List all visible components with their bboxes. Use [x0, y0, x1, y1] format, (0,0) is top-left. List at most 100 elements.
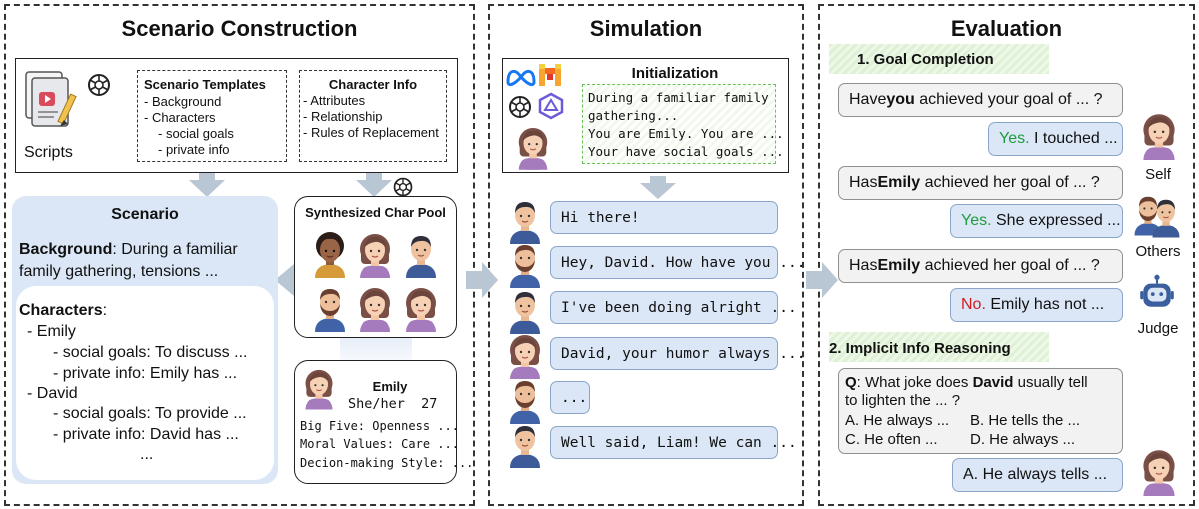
- profile-name: Emily: [372, 379, 408, 394]
- scenario-templates-box: [137, 70, 287, 162]
- eval-question: Has Emily achieved her goal of ... ?: [838, 166, 1123, 200]
- eval-answer: No. Emily has not ...: [950, 288, 1123, 322]
- templates-title: Scenario Templates: [144, 77, 266, 92]
- openai-icon: [88, 74, 110, 96]
- scenario-title: Scenario: [111, 206, 179, 223]
- scenario-char-line: - social goals: To discuss ...: [53, 344, 248, 361]
- eval-question: Have you achieved your goal of ... ?: [838, 83, 1123, 117]
- template-line: - Characters: [144, 110, 216, 125]
- template-line: - private info: [158, 142, 230, 157]
- arrow-pool-to-scenario: [275, 264, 300, 296]
- avatar-david: [509, 291, 541, 334]
- avatar-others-2: [1151, 199, 1181, 238]
- avatar-pool-4: [315, 289, 345, 332]
- eval-answer: Yes. I touched ...: [988, 122, 1123, 156]
- dialogue-bubble: David, your humor always ...: [550, 337, 805, 370]
- avatar-david: [509, 425, 541, 468]
- init-line: gathering...: [588, 108, 679, 123]
- openai-icon: [509, 96, 531, 118]
- charinfo-line: - Rules of Replacement: [303, 125, 439, 140]
- avatar-emily: [1142, 449, 1176, 496]
- pool-profile-connector: [340, 338, 412, 362]
- initialization-title: Initialization: [631, 65, 719, 82]
- dialogue-bubble: Well said, Liam! We can ...: [550, 426, 797, 459]
- panel-scenario-construction: [4, 4, 475, 506]
- init-line: During a familiar family: [588, 90, 769, 105]
- background-text-2: family gathering, tensions ...: [19, 263, 219, 280]
- implicit-reasoning-title: 2. Implicit Info Reasoning: [829, 340, 1011, 357]
- avatar-david: [509, 201, 541, 244]
- qwen-icon: [538, 92, 564, 120]
- init-line: Your have social goals ...: [588, 144, 784, 159]
- avatar-pool-2: [359, 233, 391, 278]
- dialogue-bubble: Hi there!: [550, 201, 778, 234]
- label-judge: Judge: [1137, 320, 1179, 337]
- background-text: : During a familiar: [112, 241, 238, 258]
- scripts-icon: [25, 71, 77, 127]
- character-info-box: [299, 70, 447, 162]
- goal-highlight: [829, 44, 1049, 74]
- option-d: D. He always ...: [970, 431, 1076, 448]
- panel-title-simulation: Simulation: [589, 16, 703, 41]
- init-line: You are Emily. You are ...: [588, 126, 784, 141]
- arrow-to-pool: [356, 171, 392, 197]
- option-a: A. He always ...: [845, 412, 950, 429]
- scenario-char-line: - private info: Emily has ...: [53, 365, 238, 382]
- init-prompt-box: [582, 84, 776, 164]
- avatar-pool-5: [359, 287, 391, 332]
- template-line: - Background: [144, 94, 222, 109]
- avatar-liam: [510, 381, 540, 424]
- background-label: Background: [19, 241, 113, 258]
- avatar-liam: [510, 245, 540, 288]
- arrow-construction-to-simulation: [466, 262, 498, 298]
- charinfo-line: - Relationship: [303, 109, 383, 124]
- profile-trait: Decion-making Style: ...: [300, 456, 474, 470]
- implicit-question-box: [838, 368, 1123, 454]
- charinfo-line: - Attributes: [303, 93, 366, 108]
- label-self: Self: [1145, 166, 1171, 183]
- robot-icon: [1139, 273, 1175, 308]
- avatar-self: [1142, 113, 1176, 160]
- panel-title-evaluation: Evaluation: [950, 16, 1063, 41]
- avatar-pool-1: [314, 231, 346, 278]
- panel-evaluation: [818, 4, 1195, 506]
- meta-icon: [506, 69, 536, 87]
- scripts-label: Scripts: [24, 144, 73, 161]
- avatar-pool-6: [405, 287, 437, 332]
- implicit-question: Q: What joke does David usually tell to …: [845, 374, 1088, 409]
- arrow-simulation-to-evaluation: [806, 262, 838, 298]
- scenario-char-line: - social goals: To provide ...: [53, 405, 247, 422]
- implicit-highlight: [829, 332, 1049, 362]
- scenario-inner: [16, 286, 274, 480]
- arrow-to-scenario: [189, 171, 225, 197]
- profile-pronoun: She/her 27: [348, 396, 438, 412]
- openai-icon: [393, 177, 413, 197]
- arrow-init-to-dialogue: [640, 176, 676, 199]
- dialogue-bubble: Hey, David. How have you ...: [550, 246, 805, 279]
- avatar-emily: [509, 334, 541, 379]
- charinfo-title: Character Info: [328, 77, 418, 92]
- scenario-char-line: - private info: David has ...: [53, 426, 239, 443]
- dialogue-bubble: I've been doing alright ...: [550, 291, 797, 324]
- eval-question: Has Emily achieved her goal of ... ?: [838, 249, 1123, 283]
- profile-trait: Big Five: Openness ...: [300, 419, 459, 433]
- profile-trait: Moral Values: Care ...: [300, 437, 459, 451]
- avatar-pool-3: [405, 235, 437, 278]
- panel-title-construction: Scenario Construction: [121, 16, 358, 41]
- panel-simulation: [488, 4, 804, 506]
- avatar-emily: [518, 127, 548, 170]
- scenario-char-line: - David: [27, 385, 78, 402]
- option-c: C. He often ...: [845, 431, 938, 448]
- label-others: Others: [1135, 243, 1181, 260]
- implicit-answer: A. He always tells ...: [952, 458, 1123, 492]
- mistral-icon: [539, 64, 561, 86]
- template-line: - social goals: [158, 126, 234, 141]
- scenario-background: Background: During a familiar family gat…: [19, 239, 238, 283]
- option-b: B. He tells the ...: [970, 412, 1081, 429]
- goal-completion-title: 1. Goal Completion: [857, 51, 994, 68]
- dialogue-bubble: ...: [550, 381, 590, 414]
- characters-heading: Characters:: [19, 302, 108, 319]
- char-pool-title: Synthesized Char Pool: [305, 205, 446, 220]
- scenario-char-line: ...: [140, 446, 154, 463]
- eval-answer: Yes. She expressed ...: [950, 204, 1123, 238]
